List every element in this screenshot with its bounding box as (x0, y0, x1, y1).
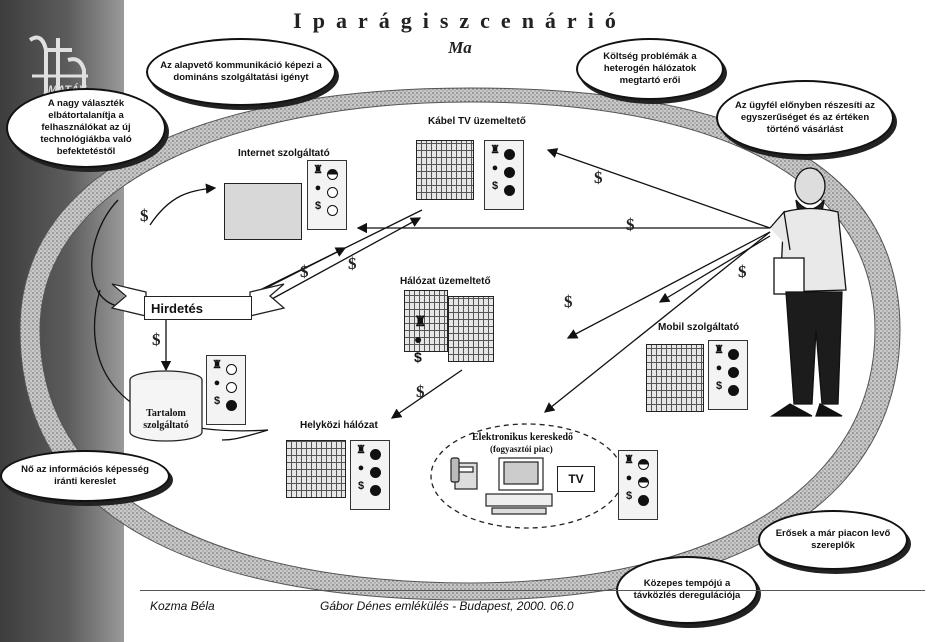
content-provider-panel: ♜●$ (206, 355, 246, 425)
label-tartalom: Tartalom szolgáltató (143, 408, 189, 431)
cable-tv-building-icon (416, 140, 474, 200)
computer-icon (485, 457, 553, 515)
cylinder-icon (129, 370, 203, 442)
internet-panel: ♜●$ (307, 160, 347, 230)
label-halozat: Hálózat üzemeltető (400, 276, 491, 287)
market-ring (19, 87, 901, 601)
internet-provider-building-icon (224, 183, 302, 240)
footer-event: Gábor Dénes emlékülés - Budapest, 2000. … (320, 599, 574, 613)
footer-author: Kozma Béla (150, 599, 215, 613)
bubble-no-info: Nő az információs képesség iránti keresl… (0, 450, 170, 502)
ribbon-banner-icon (110, 283, 147, 317)
mobile-panel: ♜●$ (708, 340, 748, 410)
dollar-sign: $ (348, 254, 357, 273)
dollar-sign: $ (300, 262, 309, 281)
flow-lines (91, 148, 771, 441)
label-fogyasztoi: (fogyasztói piac) (490, 444, 553, 454)
hirdetes-banner: Hirdetés (144, 296, 252, 320)
label-helykozi: Helyközi hálózat (300, 420, 378, 431)
bubble-koltseg: Költség problémák a heterogén hálózatok … (576, 38, 724, 100)
dollar-sign: $ (738, 262, 747, 281)
dollar-sign: $ (564, 292, 573, 311)
label-elektronikus: Elektronikus kereskedő (472, 432, 574, 443)
network-operator-building-icon-2 (448, 296, 494, 362)
mobile-provider-building-icon (646, 344, 704, 412)
bubble-alapveto: Az alapvető kommunikáció képezi a dominá… (146, 38, 336, 106)
bubble-erosek: Erősek a már piacon levő szereplők (758, 510, 908, 570)
network-operator-glyphs: ♜●$ (414, 313, 427, 365)
network-operator-building-icon (404, 290, 448, 352)
cable-tv-panel: ♜●$ (484, 140, 524, 210)
dollar-sign: $ (416, 382, 425, 401)
ecommerce-panel: ♜●$ (618, 450, 658, 520)
label-kabel: Kábel TV üzemeltető (428, 116, 526, 127)
page-title: Iparágiszcenárió (293, 8, 627, 33)
page-subtitle: Ma (448, 38, 472, 57)
bubble-valasztek: A nagy választék elbátortalanítja a felh… (6, 88, 166, 168)
dollar-sign: $ (152, 330, 161, 349)
telephone-icon (450, 457, 478, 490)
tv-icon: TV (557, 466, 595, 492)
dollar-sign: $ (594, 168, 603, 187)
label-mobil: Mobil szolgáltató (658, 322, 740, 333)
long-distance-panel: ♜●$ (350, 440, 390, 510)
person-customer-icon (769, 167, 847, 417)
label-internet: Internet szolgáltató (238, 148, 330, 159)
bubble-ugyfel: Az ügyfél előnyben részesíti az egyszerű… (716, 80, 894, 156)
long-distance-building-icon (286, 440, 346, 498)
dollar-sign: $ (140, 206, 149, 225)
footer-divider (140, 590, 925, 591)
dollar-sign: $ (626, 215, 635, 234)
